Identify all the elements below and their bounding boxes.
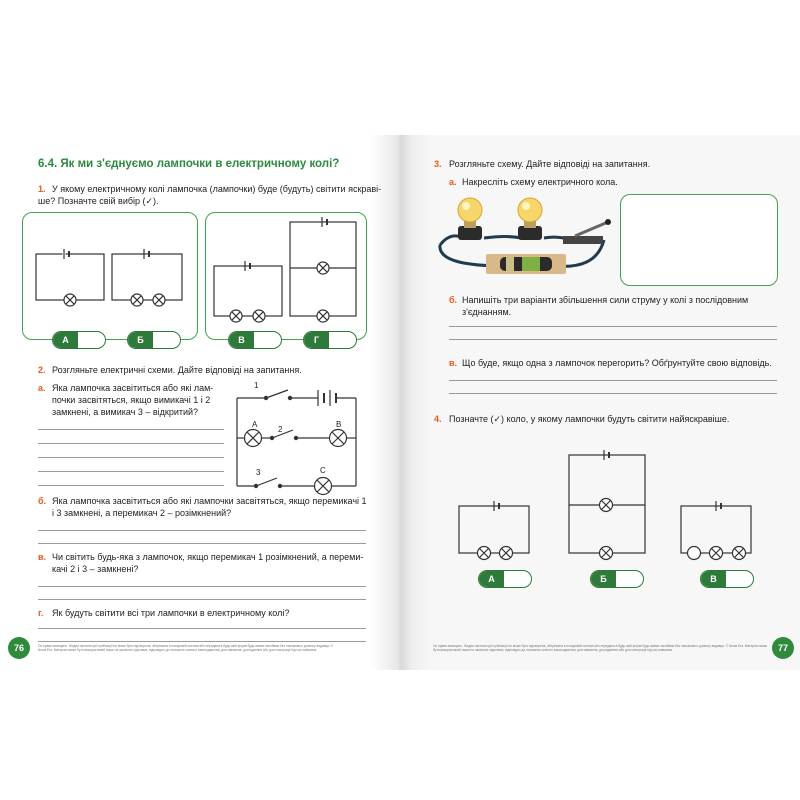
q2a-line3: замкнені, а вимикач 3 – відкритий?	[52, 407, 199, 417]
q1-text-line1: У якому електричному колі лампочка (ламп…	[52, 184, 382, 194]
switch-1-label: 1	[254, 381, 259, 390]
q2-number: 2.	[38, 365, 46, 375]
q1-option-b[interactable]: Б	[127, 331, 181, 349]
q2a-answer-line[interactable]	[38, 457, 224, 458]
q2a-answer-line[interactable]	[38, 485, 224, 486]
page-number-left: 76	[8, 637, 30, 659]
q3a-text: Накресліть схему електричного кола.	[462, 177, 618, 187]
q3b-line1: Напишіть три варіанти збільшення сили ст…	[462, 295, 749, 305]
q4-text: Позначте (✓) коло, у якому лампочки буду…	[449, 414, 730, 424]
q1-option-g[interactable]: Г	[303, 331, 357, 349]
q3v-text: Що буде, якщо одна з лампочок перегорить…	[462, 358, 772, 368]
circuit-v	[213, 261, 283, 323]
q4-option-v[interactable]: В	[700, 570, 754, 588]
q2-text: Розгляньте електричні схеми. Дайте відпо…	[52, 365, 302, 375]
page-number-right: 77	[772, 637, 794, 659]
q2v-line2: качі 2 і 3 – замкнені?	[52, 564, 139, 574]
q3a-label: а.	[449, 177, 457, 187]
q1-text-line2: ше? Позначте свій вибір (✓).	[38, 196, 159, 206]
q2v-line1: Чи світить будь-яка з лампочок, якщо пер…	[52, 552, 364, 562]
q2v-answer-line[interactable]	[38, 586, 366, 587]
lamp-a-label: A	[252, 420, 258, 429]
q3b-label: б.	[449, 295, 458, 305]
q3-text: Розгляньте схему. Дайте відповіді на зап…	[449, 159, 651, 169]
circuit-b	[111, 249, 183, 307]
q1-box-ab	[22, 212, 198, 340]
lamp-b-label: B	[336, 420, 342, 429]
switch-2-label: 2	[278, 425, 283, 434]
q3v-answer-line[interactable]	[449, 380, 777, 381]
q2b-answer-line[interactable]	[38, 530, 366, 531]
q2a-label: а.	[38, 383, 46, 393]
q2g-answer-line[interactable]	[38, 628, 366, 629]
q1-number: 1.	[38, 184, 46, 194]
q4-number: 4.	[434, 414, 442, 424]
circuit-g	[289, 217, 357, 323]
footer-copyright-right: Усі права захищено. Жодна частина цієї п…	[433, 644, 768, 653]
q4-circuit-v	[680, 501, 752, 561]
q2a-answer-line[interactable]	[38, 429, 224, 430]
q1-option-v[interactable]: В	[228, 331, 282, 349]
q2a-line1: Яка лампочка засвітиться або які лам-	[52, 383, 214, 393]
q3a-drawing-area[interactable]	[620, 194, 778, 286]
q2b-label: б.	[38, 496, 47, 506]
q2a-answer-line[interactable]	[38, 443, 224, 444]
q3v-answer-line[interactable]	[449, 393, 777, 394]
q2g-answer-line[interactable]	[38, 641, 366, 642]
q3b-answer-line[interactable]	[449, 326, 777, 327]
book-spine	[370, 135, 430, 670]
q1-option-a[interactable]: А	[52, 331, 106, 349]
q4-circuit-b	[568, 450, 646, 561]
q3b-line2: з'єднанням.	[462, 307, 512, 317]
q2v-answer-line[interactable]	[38, 599, 366, 600]
q2b-line1: Яка лампочка засвітиться або які лампочк…	[52, 496, 367, 506]
q2v-label: в.	[38, 552, 47, 562]
lamp-c-label: C	[320, 466, 326, 475]
q3v-label: в.	[449, 358, 458, 368]
q3b-answer-line[interactable]	[449, 339, 777, 340]
q4-option-a[interactable]: А	[478, 570, 532, 588]
q2b-answer-line[interactable]	[38, 543, 366, 544]
q2a-answer-line[interactable]	[38, 471, 224, 472]
footer-copyright-left: Усі права захищено. Жодна частина цієї п…	[38, 644, 334, 653]
q2g-label: г.	[38, 608, 44, 618]
q4-circuit-a	[458, 501, 530, 561]
circuit-a	[35, 248, 105, 307]
q4-option-b[interactable]: Б	[590, 570, 644, 588]
switch-3-label: 3	[256, 468, 261, 477]
q2b-line2: і 3 замкнені, а перемикач 2 – розімкнени…	[52, 508, 232, 518]
q2g-line1: Як будуть світити всі три лампочки в еле…	[52, 608, 290, 618]
section-title: 6.4. Як ми з'єднуємо лампочки в електрич…	[38, 158, 340, 170]
q3-number: 3.	[434, 159, 442, 169]
q2a-line2: почки засвітяться, якщо вимикачі 1 і 2	[52, 395, 211, 405]
